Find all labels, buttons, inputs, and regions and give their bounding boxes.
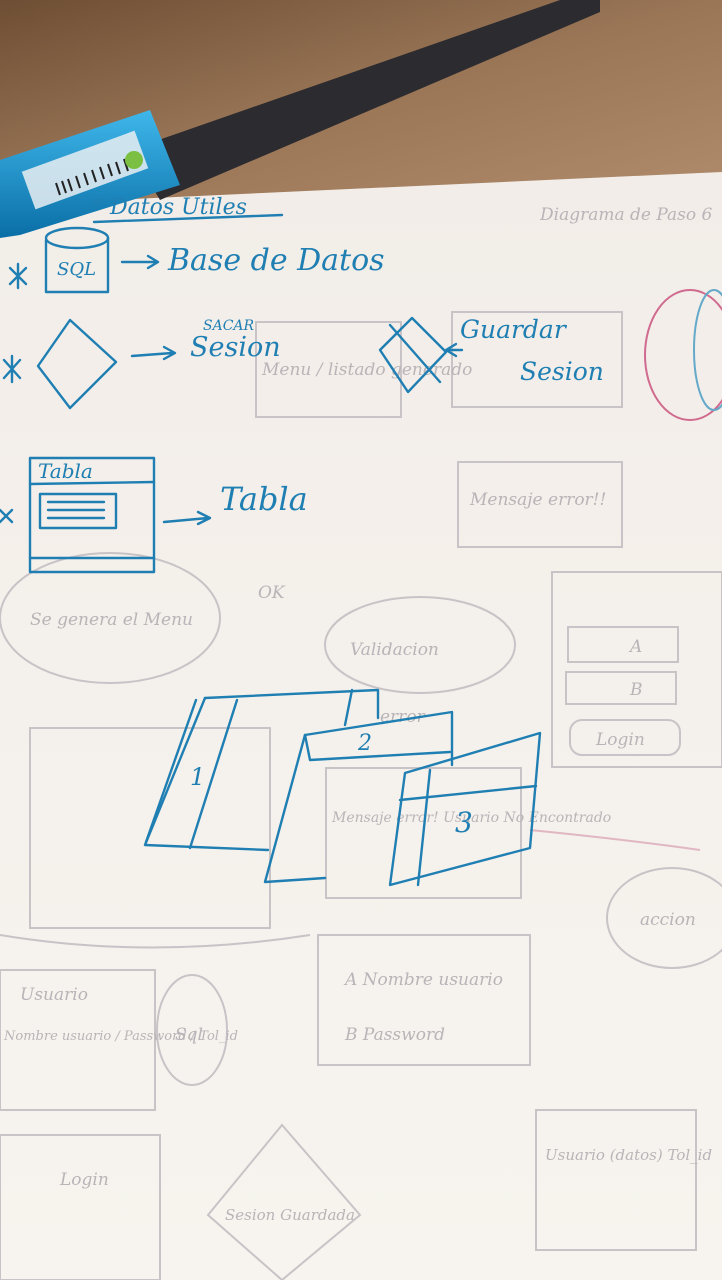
arrow-icon bbox=[162, 510, 212, 526]
diamond-icon bbox=[378, 316, 448, 394]
panel-3-label: 3 bbox=[455, 806, 473, 839]
diamond-icon bbox=[36, 318, 118, 410]
tabla-symbol-label: Tabla bbox=[38, 459, 93, 483]
faint-se-genera: Se genera el Menu bbox=[30, 610, 193, 630]
stacked-panels bbox=[143, 688, 542, 887]
heading-datos-utiles: * Datos Utiles bbox=[92, 195, 247, 220]
sacar-label: SACAR bbox=[203, 318, 255, 334]
arrow-icon bbox=[120, 254, 160, 270]
faint-menu-generado: Menu / listado generado bbox=[261, 360, 472, 380]
faint-accion: accion bbox=[640, 910, 696, 930]
panel-2-label: 2 bbox=[357, 731, 372, 756]
faint-login-bottom: Login bbox=[59, 1170, 109, 1190]
faint-login-a: A bbox=[628, 637, 642, 657]
faint-nombre-usuario: A Nombre usuario bbox=[343, 970, 503, 990]
faint-login-btn: Login bbox=[595, 730, 645, 750]
faint-password: B Password bbox=[344, 1025, 445, 1045]
ink-text: * Datos Utiles SQL Base de Datos SACAR S… bbox=[38, 195, 604, 839]
faint-diagram-header: Diagrama de Paso 6 bbox=[539, 205, 713, 225]
faint-mensaje-error: Mensaje error!! bbox=[469, 490, 606, 510]
arrow-icon bbox=[444, 342, 464, 358]
faint-validacion: Validacion bbox=[350, 640, 439, 660]
faint-ok: OK bbox=[258, 583, 286, 603]
table-icon bbox=[28, 456, 156, 574]
faint-usuario-fields: Nombre usuario / Password / Tol_id bbox=[3, 1029, 238, 1044]
faint-sql: Sql bbox=[175, 1025, 203, 1045]
pen bbox=[0, 0, 600, 238]
faint-text-group: Diagrama de Paso 6 Menu / listado genera… bbox=[3, 205, 713, 1224]
panel-1-label: 1 bbox=[190, 763, 205, 791]
guardar-label: Guardar bbox=[460, 315, 568, 344]
sesion-label: Sesion bbox=[190, 332, 281, 363]
arrow-icon bbox=[130, 345, 177, 361]
faint-sesion-guardada: Sesion Guardada bbox=[225, 1206, 355, 1224]
faint-login-b: B bbox=[629, 680, 643, 700]
ink-legend bbox=[0, 213, 542, 887]
sql-label: SQL bbox=[57, 259, 96, 280]
guardar-sesion-label: Sesion bbox=[520, 357, 604, 386]
faint-red-circle bbox=[644, 289, 722, 421]
sql-cylinder-icon bbox=[44, 226, 110, 294]
faint-background-diagram bbox=[0, 311, 722, 1280]
faint-usuario-datos: Usuario (datos) Tol_id bbox=[545, 1146, 712, 1164]
faint-mensaje-no-encontrado: Mensaje error! Usuario No Encontrado bbox=[331, 810, 611, 826]
faint-usuario-table: Usuario bbox=[20, 985, 88, 1005]
base-de-datos-label: Base de Datos bbox=[167, 243, 385, 278]
tabla-meaning-label: Tabla bbox=[220, 480, 308, 518]
